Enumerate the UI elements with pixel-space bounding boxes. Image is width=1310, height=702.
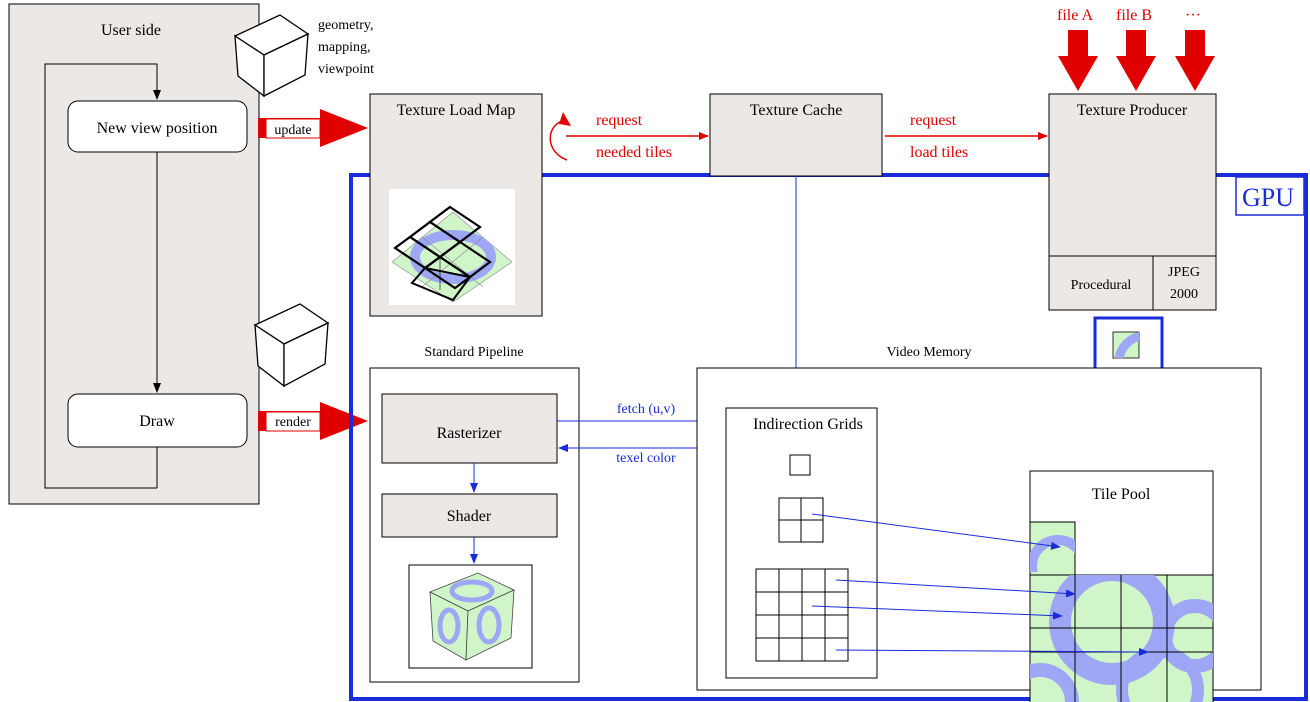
texture-cache-title: Texture Cache [750, 102, 843, 119]
file-more-label: ··· [1185, 7, 1201, 24]
file-inputs: file A file B ··· [1057, 7, 1215, 91]
load-map-illustration [391, 205, 513, 303]
request-needed-label-1: request [596, 112, 643, 129]
rendered-cube-image [429, 572, 515, 661]
svg-text:geometry,: geometry, [318, 18, 373, 33]
texture-load-map-box: Texture Load Map [369, 93, 543, 317]
user-side-title: User side [101, 22, 161, 39]
svg-text:viewpoint: viewpoint [318, 62, 374, 77]
tile-pool-title: Tile Pool [1092, 486, 1151, 503]
request-needed-label-2: needed tiles [596, 144, 672, 161]
gpu-label-box [1235, 176, 1305, 216]
indirection-grids [755, 454, 849, 662]
jpeg-label-1: JPEG [1168, 265, 1200, 280]
update-label: update [274, 123, 311, 138]
texture-load-map-title: Texture Load Map [397, 102, 516, 119]
file-b-label: file B [1116, 7, 1152, 24]
indirection-to-tile-arrows [811, 513, 1149, 656]
grid-level-2x2 [778, 497, 824, 543]
grid-level-1x1 [789, 454, 811, 476]
file-a-label: file A [1057, 7, 1093, 24]
request-load-label-1: request [910, 112, 957, 129]
cube-icon-middle [253, 303, 330, 388]
draw-label: Draw [139, 413, 175, 430]
render-label: render [275, 415, 311, 430]
texel-label: texel color [616, 451, 676, 466]
render-flow: render [258, 402, 368, 440]
new-view-position-label: New view position [97, 120, 218, 137]
cube-icon-top [233, 14, 310, 98]
procedural-label: Procedural [1071, 278, 1132, 293]
new-view-position-box [67, 100, 248, 153]
user-side-panel: User side New view position Draw [8, 3, 260, 505]
draw-box [67, 393, 248, 448]
texture-producer-box: Texture Producer Procedural JPEG 2000 [1048, 93, 1217, 311]
file-a-arrow [1058, 30, 1098, 91]
loop-arrow [44, 63, 161, 489]
file-more-arrow [1175, 30, 1215, 91]
rasterizer-label: Rasterizer [437, 425, 503, 442]
tile-pool-tiles [1029, 521, 1214, 702]
texture-producer-title: Texture Producer [1077, 102, 1188, 119]
shader-label: Shader [447, 508, 492, 525]
rasterizer-box [381, 393, 558, 464]
indirection-grids-title: Indirection Grids [753, 416, 863, 433]
standard-pipeline-title: Standard Pipeline [424, 345, 523, 360]
gpu-label: GPU [1242, 183, 1294, 212]
shader-box [381, 493, 558, 538]
svg-text:mapping,: mapping, [318, 40, 371, 55]
update-flow: update [258, 109, 368, 147]
jpeg-label-2: 2000 [1170, 287, 1198, 302]
file-b-arrow [1116, 30, 1156, 91]
request-load-label-2: load tiles [910, 144, 968, 161]
video-memory-title: Video Memory [886, 345, 971, 360]
fetch-label: fetch (u,v) [617, 402, 676, 417]
camera-top-label: geometry, mapping, viewpoint [318, 18, 374, 77]
grid-level-4x4 [755, 568, 849, 662]
request-loop-icon [549, 112, 571, 161]
